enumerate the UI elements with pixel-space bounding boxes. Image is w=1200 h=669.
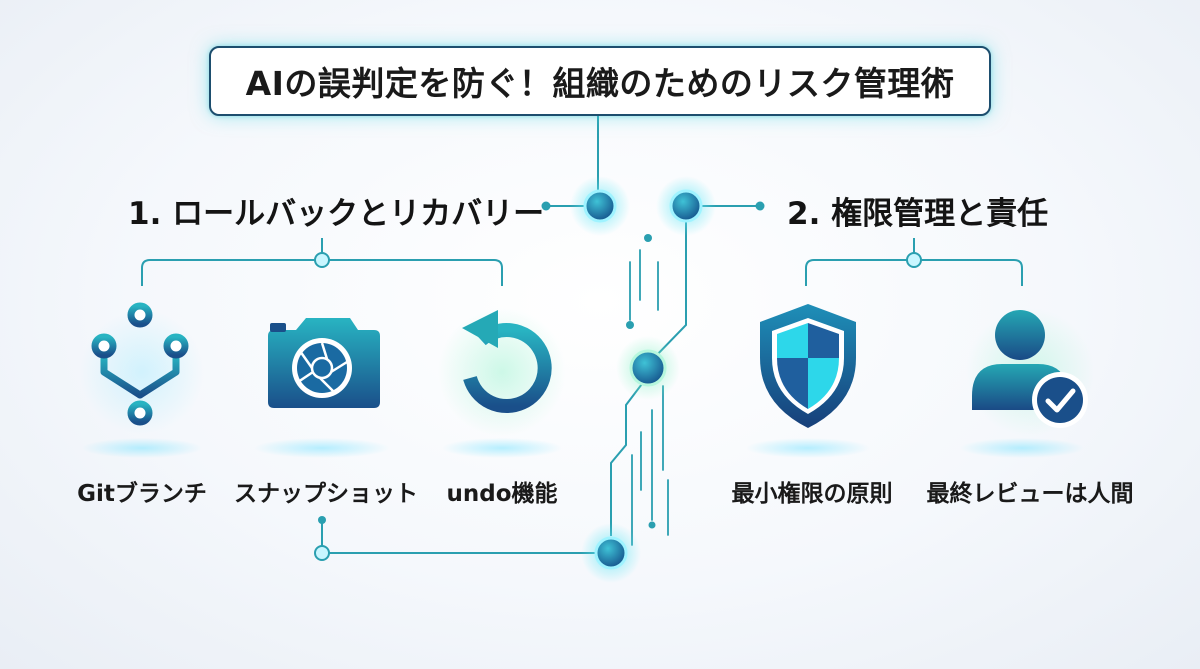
glow-node-left <box>570 176 630 236</box>
label-snapshot: スナップショット <box>234 481 418 507</box>
undo-icon <box>462 310 552 414</box>
section-heading-permissions: 2. 権限管理と責任 <box>787 196 1049 232</box>
git-branch-icon <box>91 302 189 426</box>
shield-icon <box>760 304 856 428</box>
section-heading-rollback: 1. ロールバックとリカバリー <box>128 196 545 232</box>
title-box: AIの誤判定を防ぐ！組織のためのリスク管理術 <box>209 46 991 116</box>
glow-node-bottom <box>581 523 641 583</box>
glow-node-right <box>656 176 716 236</box>
page-title: AIの誤判定を防ぐ！組織のためのリスク管理術 <box>245 64 955 103</box>
trace-dots <box>318 201 765 529</box>
circuit-traces <box>629 249 669 546</box>
user-check-icon <box>972 310 1088 428</box>
label-least-privilege: 最小権限の原則 <box>731 481 893 507</box>
bracket-junction-dots <box>314 252 922 561</box>
label-undo: undo機能 <box>446 481 558 507</box>
icon-floor-glows <box>80 308 1094 458</box>
camera-icon <box>268 318 380 408</box>
label-git-branch: Gitブランチ <box>77 481 207 507</box>
glow-node-center <box>616 336 680 400</box>
label-human-review: 最終レビューは人間 <box>926 481 1134 507</box>
